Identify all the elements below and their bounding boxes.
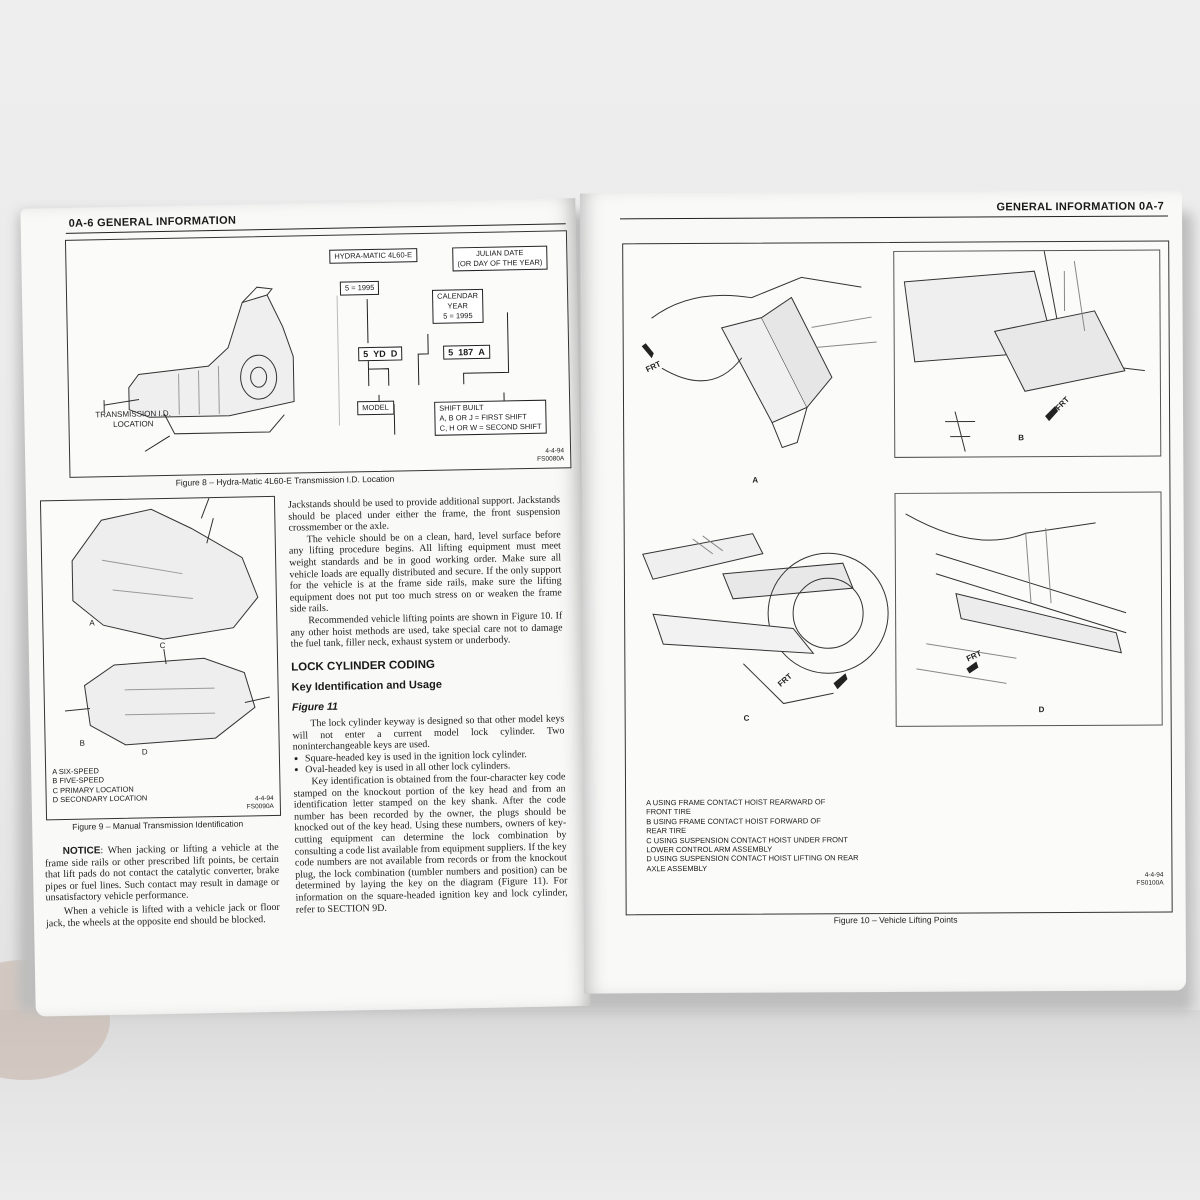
jack-paragraph: When a vehicle is lifted with a vehicle … bbox=[45, 901, 280, 929]
trans-label-1: TRANSMISSION I.D. bbox=[95, 408, 171, 420]
panel-d-drawing-icon bbox=[905, 513, 1127, 684]
figure10-box: FRT A FRT B bbox=[622, 240, 1173, 916]
figure8-stamp-date: 4-4-94 bbox=[545, 447, 565, 455]
figure9-legend-a: A SIX-SPEED bbox=[52, 766, 99, 777]
shift-line-3: C, H OR W = SECOND SHIFT bbox=[439, 421, 542, 433]
figure8-caption: Figure 8 – Hydra-Matic 4L60-E Transmissi… bbox=[175, 473, 395, 488]
calendar-line-2: YEAR bbox=[447, 301, 469, 311]
lifting-points-paragraph: Recommended vehicle lifting points are s… bbox=[290, 610, 563, 650]
panel-b-drawing-icon bbox=[903, 251, 1145, 452]
figure10-stamp: 4-4-94 FS0100A bbox=[1136, 872, 1163, 888]
figure8-box: HYDRA-MATIC 4L60-E 5 = 1995 JULIAN DATE … bbox=[64, 230, 572, 478]
figure9-legend-d: D SECONDARY LOCATION bbox=[52, 793, 148, 805]
key-identification-heading: Key Identification and Usage bbox=[291, 678, 443, 694]
panel-a-drawing-icon bbox=[641, 276, 877, 449]
calendar-callout: CALENDAR YEAR 5 = 1995 bbox=[431, 288, 484, 324]
legend-line-3: B USING FRAME CONTACT HOIST FORWARD OF bbox=[646, 816, 821, 827]
right-page: GENERAL INFORMATION 0A-7 FRT A bbox=[579, 190, 1187, 994]
transmission-drawing-icon bbox=[103, 286, 510, 452]
figure10-legend: A USING FRAME CONTACT HOIST REARWARD OF … bbox=[646, 797, 859, 873]
figure9-stamp-code: FS0090A bbox=[246, 802, 274, 811]
legend-line-7: D USING SUSPENSION CONTACT HOIST LIFTING… bbox=[646, 853, 859, 864]
figure9-box: A B C D A SIX-SPEED B FIVE-SPEED C PRIMA… bbox=[39, 495, 282, 821]
calendar-line-1: CALENDAR bbox=[437, 290, 479, 301]
lock-text-column: The lock cylinder keyway is designed so … bbox=[292, 713, 568, 915]
hydra-callout: HYDRA-MATIC 4L60-E bbox=[329, 248, 418, 264]
figure9-stamp: 4-4-94 FS0090A bbox=[247, 795, 274, 812]
left-page: 0A-6 GENERAL INFORMATION HYDRA-MATIC 4L6… bbox=[20, 198, 591, 1017]
lock-cylinder-heading: LOCK CYLINDER CODING bbox=[291, 658, 436, 674]
lifting-text-column: Jackstands should be used to provide add… bbox=[288, 494, 563, 650]
panel-a-letter: A bbox=[752, 475, 759, 485]
figure8-stamp-code: FS0080A bbox=[537, 455, 565, 463]
panel-c-drawing-icon bbox=[642, 533, 889, 705]
code-right: 5 187 A bbox=[443, 344, 490, 360]
panel-c-letter: C bbox=[743, 713, 750, 723]
figure9-legend-b: B FIVE-SPEED bbox=[52, 775, 105, 786]
legend-line-4: REAR TIRE bbox=[646, 826, 687, 836]
panel-d-frame: FRT D bbox=[894, 491, 1163, 727]
panel-b-letter: B bbox=[1018, 433, 1024, 443]
manual-transmission-drawing-icon bbox=[64, 497, 270, 746]
right-header-rule bbox=[620, 215, 1169, 220]
julian-line-2: (OR DAY OF THE YEAR) bbox=[457, 257, 543, 269]
figure9-stamp-date: 4-4-94 bbox=[254, 794, 274, 803]
shift-line-2: A, B OR J = FIRST SHIFT bbox=[439, 412, 527, 423]
jackstands-paragraph: Jackstands should be used to provide add… bbox=[287, 494, 561, 534]
figure9-letter-d: D bbox=[141, 747, 148, 757]
figure9-letter-a: A bbox=[89, 618, 95, 628]
legend-line-5: C USING SUSPENSION CONTACT HOIST UNDER F… bbox=[646, 834, 849, 845]
figure11-heading: Figure 11 bbox=[291, 700, 338, 714]
right-page-header: GENERAL INFORMATION 0A-7 bbox=[996, 200, 1165, 214]
panel-d-letter: D bbox=[1038, 705, 1045, 715]
legend-line-2: FRONT TIRE bbox=[646, 807, 691, 817]
figure9-letter-c: C bbox=[159, 641, 166, 651]
figure10-caption: Figure 10 – Vehicle Lifting Points bbox=[833, 914, 958, 926]
panel-b-frame: FRT B bbox=[893, 249, 1162, 458]
surface-paragraph: The vehicle should be on a clean, hard, … bbox=[288, 529, 562, 615]
legend-line-6: LOWER CONTROL ARM ASSEMBLY bbox=[646, 844, 773, 855]
keyway-paragraph: The lock cylinder keyway is designed so … bbox=[292, 713, 565, 753]
code-left-3: D bbox=[390, 348, 398, 359]
code-right-2: 187 bbox=[458, 347, 474, 358]
code-right-3: A bbox=[478, 346, 485, 357]
code-left-2: YD bbox=[373, 348, 386, 359]
notice-paragraph: NOTICE: When jacking or lifting a vehicl… bbox=[45, 842, 281, 930]
code-left-1: 5 bbox=[363, 349, 369, 360]
shift-line-1: SHIFT BUILT bbox=[439, 402, 484, 413]
code-right-1: 5 bbox=[448, 347, 454, 358]
legend-line-8: AXLE ASSEMBLY bbox=[646, 863, 708, 874]
left-page-header: 0A-6 GENERAL INFORMATION bbox=[68, 214, 237, 230]
figure9-caption: Figure 9 – Manual Transmission Identific… bbox=[72, 818, 244, 832]
figure9-legend: A SIX-SPEED B FIVE-SPEED C PRIMARY LOCAT… bbox=[52, 765, 147, 804]
julian-line-1: JULIAN DATE bbox=[475, 248, 524, 258]
figure8-stamp: 4-4-94 FS0080A bbox=[537, 447, 564, 464]
model-callout: MODEL bbox=[357, 400, 395, 416]
legend-line-1: A USING FRAME CONTACT HOIST REARWARD OF bbox=[646, 797, 826, 808]
shift-callout: SHIFT BUILT A, B OR J = FIRST SHIFT C, H… bbox=[434, 399, 547, 436]
code-left: 5 YD D bbox=[358, 346, 403, 362]
julian-callout: JULIAN DATE (OR DAY OF THE YEAR) bbox=[452, 245, 548, 272]
figure10-stamp-date: 4-4-94 bbox=[1144, 871, 1164, 879]
calendar-line-3: 5 = 1995 bbox=[443, 311, 473, 321]
trans-label-2: LOCATION bbox=[113, 419, 154, 429]
year-callout: 5 = 1995 bbox=[339, 280, 380, 296]
table-surface bbox=[0, 1010, 1200, 1200]
key-code-paragraph: Key identification is obtained from the … bbox=[293, 771, 568, 916]
notice-label: NOTICE bbox=[62, 845, 101, 858]
figure9-letter-b: B bbox=[79, 738, 86, 748]
transmission-id-label: TRANSMISSION I.D. LOCATION bbox=[95, 409, 171, 430]
figure10-stamp-code: FS0100A bbox=[1136, 879, 1164, 887]
